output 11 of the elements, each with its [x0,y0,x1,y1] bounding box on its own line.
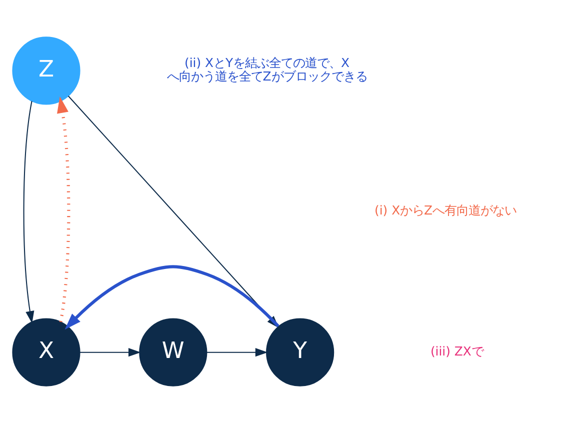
arrow [23,101,34,324]
label: (iii) ZXで [430,344,484,359]
node-circle: X [12,318,80,386]
label: (ii) XとYを結ぶ全ての道で、Xへ向かう道を全てZがブロックできる [166,56,368,84]
node-circle: W [139,318,208,386]
arrow [80,348,141,357]
node-circle: Z [12,36,80,105]
node-circle: Y [266,318,334,386]
label: (i) XからZへ有向道がない [374,204,517,218]
arrow [206,348,268,357]
arrow [57,96,70,322]
